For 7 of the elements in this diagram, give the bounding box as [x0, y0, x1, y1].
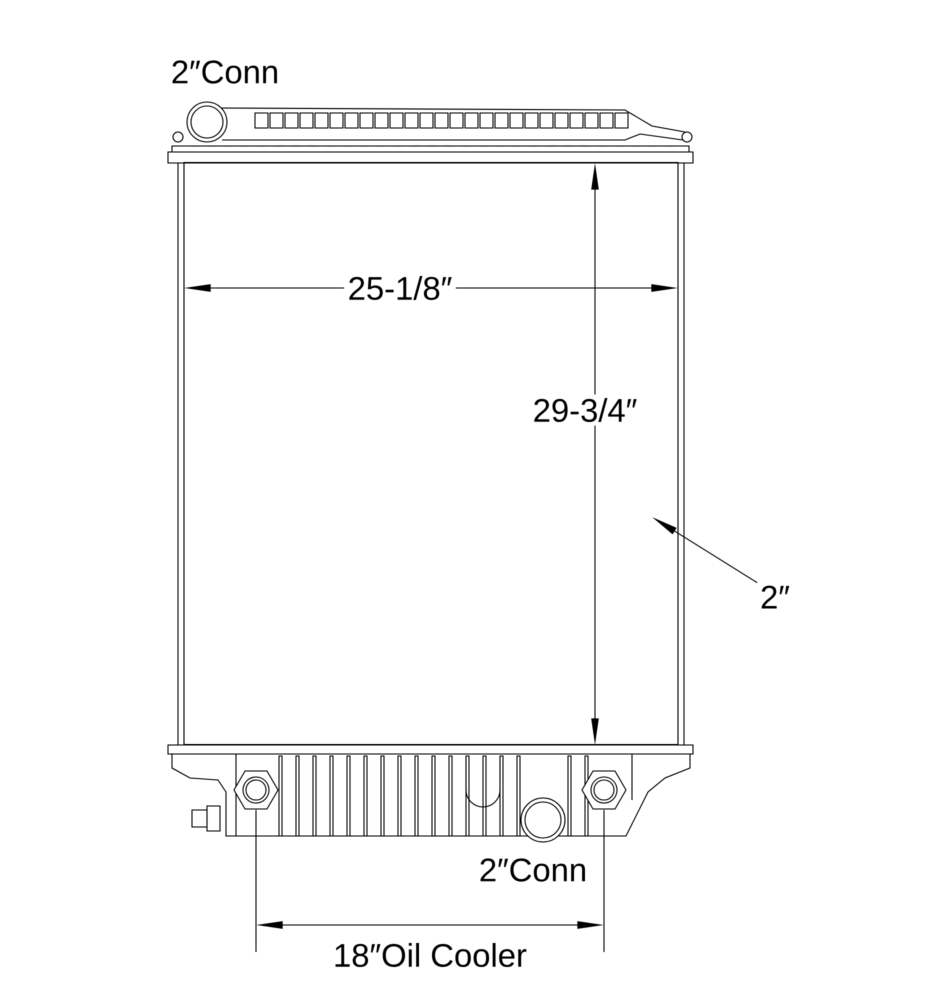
- connection-label: 2″Conn: [167, 56, 283, 88]
- connection-label: 2″Conn: [475, 854, 591, 886]
- dimension-text: 25-1/8″: [344, 272, 456, 304]
- dimension-text: 18″Oil Cooler: [330, 939, 530, 971]
- dimension-text: 29-3/4″: [529, 394, 641, 426]
- core-panel: [183, 162, 679, 746]
- dimension-text: 2″: [762, 586, 790, 608]
